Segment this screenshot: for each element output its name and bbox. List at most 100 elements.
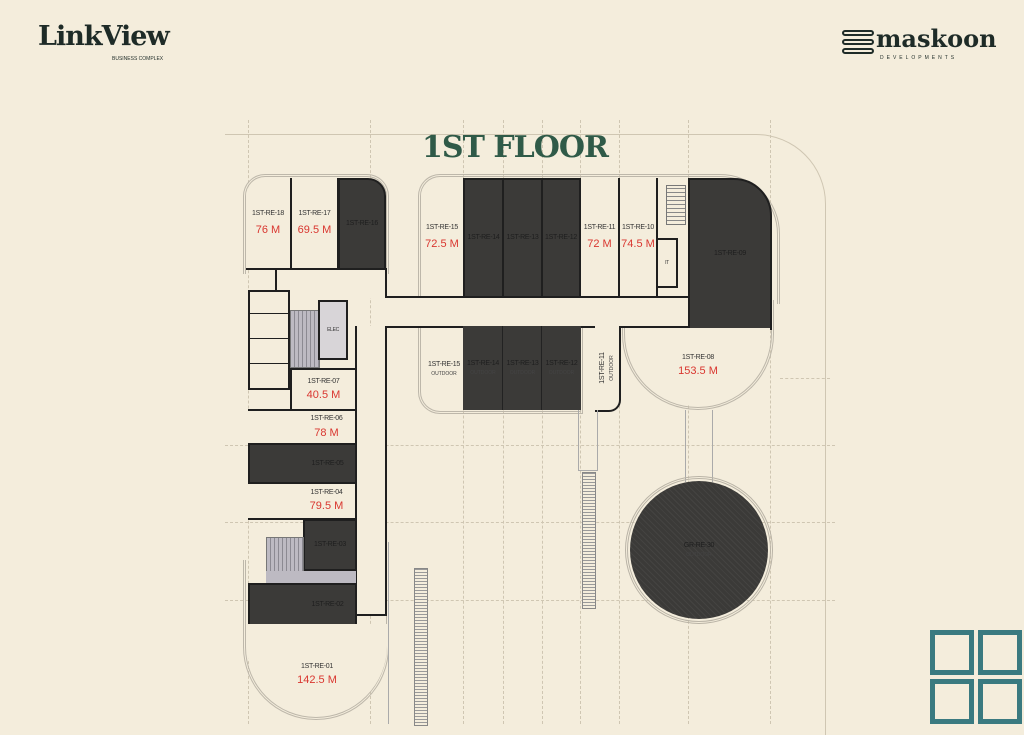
unit-label: GR-RE-30 <box>683 542 715 549</box>
staircase <box>266 537 304 572</box>
unit-1st-re-11[interactable]: 1ST-RE-11 72 M <box>579 178 620 298</box>
room-label: ELEC <box>327 327 339 333</box>
grid-line <box>770 120 771 724</box>
unit-area: 72 M <box>587 237 612 250</box>
unit-sub: OUTDOOR <box>609 355 615 381</box>
grid-line <box>688 120 689 724</box>
landing <box>266 571 356 583</box>
grid-line <box>225 522 835 523</box>
unit-1st-re-14[interactable]: 1ST-RE-14 <box>463 178 504 298</box>
unit-1st-re-17[interactable]: 1ST-RE-17 69.5 M <box>290 178 339 270</box>
maskoon-logo: maskoon DEVELOPMENTS <box>840 24 997 61</box>
bridge <box>685 410 713 482</box>
room-label: IT <box>665 260 669 266</box>
unit-1st-re-13[interactable]: 1ST-RE-13 <box>502 178 543 298</box>
room-elec: ELEC <box>318 300 348 360</box>
unit-label: 1ST-RE-08 <box>682 354 714 361</box>
unit-label: 1ST-RE-15 <box>426 223 458 231</box>
unit-label: 1ST-RE-12 <box>545 360 578 367</box>
ramp <box>388 542 429 724</box>
grid-line <box>580 120 581 724</box>
balcony-outline <box>243 174 389 274</box>
unit-label: 1ST-RE-07 <box>307 377 340 385</box>
developer-name: maskoon <box>876 24 997 53</box>
unit-sub: OUTDOOR <box>431 371 457 377</box>
unit-area: 40.5 M <box>306 388 341 401</box>
escalator <box>582 472 596 609</box>
logo-text: LinkView <box>38 21 170 52</box>
unit-area: 79.5 M <box>309 500 344 512</box>
corridor <box>387 296 717 328</box>
unit-1st-re-02[interactable]: 1ST-RE-02 <box>248 583 357 626</box>
unit-1st-re-16[interactable]: 1ST-RE-16 <box>338 178 386 270</box>
room-it: IT <box>656 238 678 288</box>
unit-label: 1ST-RE-11 <box>583 223 616 231</box>
unit-area: 76 M <box>255 223 281 236</box>
unit-label: 1ST-RE-15 <box>428 361 460 368</box>
unit-1st-re-06[interactable]: 1ST-RE-06 78 M <box>248 409 357 445</box>
staircase <box>290 310 320 368</box>
unit-label: 1ST-RE-14 <box>467 234 500 241</box>
unit-1st-re-10[interactable]: 1ST-RE-10 74.5 M <box>618 178 658 298</box>
balcony-outline <box>418 328 583 414</box>
developer-subtext: DEVELOPMENTS <box>880 55 958 61</box>
unit-1st-re-18[interactable]: 1ST-RE-18 76 M <box>246 178 292 270</box>
logo-subtext: BUSINESS COMPLEX <box>112 56 164 62</box>
corridor <box>355 326 387 616</box>
unit-label: 1ST-RE-10 <box>622 223 654 231</box>
unit-1st-re-03[interactable]: 1ST-RE-03 <box>303 519 357 571</box>
grid-line <box>780 378 830 379</box>
grid-line <box>542 120 543 724</box>
unit-sub: OUTDOOR <box>686 552 712 558</box>
grid-line <box>225 445 835 446</box>
unit-label: 1ST-RE-18 <box>252 209 284 217</box>
unit-sub: OUTDOOR <box>548 370 575 376</box>
floor-title: 1ST FLOOR <box>422 130 609 165</box>
grid-line <box>619 120 620 724</box>
unit-area: 69.5 M <box>297 223 332 236</box>
unit-label: 1ST-RE-14 <box>467 360 499 367</box>
site-boundary <box>225 134 826 735</box>
unit-label: 1ST-RE-06 <box>310 414 343 422</box>
bridge <box>578 410 598 471</box>
staircase <box>666 185 686 225</box>
grid-line <box>503 120 504 724</box>
unit-area: 78 M <box>314 426 339 439</box>
balcony-outline <box>243 560 389 720</box>
unit-label: 1ST-RE-01 <box>301 663 333 670</box>
grid-line <box>463 120 464 724</box>
unit-area: 74.5 M <box>621 237 655 250</box>
unit-label: 1ST-RE-03 <box>314 541 346 548</box>
balcony-outline <box>418 174 780 304</box>
unit-label: 1ST-RE-09 <box>714 250 746 257</box>
unit-1st-re-05[interactable]: 1ST-RE-05 <box>248 443 357 484</box>
unit-label: 1ST-RE-11 <box>599 352 606 384</box>
circle-outline <box>625 476 773 624</box>
unit-sub: OUTDOOR <box>470 370 496 376</box>
unit-label: 1ST-RE-13 <box>506 234 539 241</box>
maskoon-emblem-icon <box>840 29 876 57</box>
unit-1st-re-12[interactable]: 1ST-RE-12 <box>541 178 581 298</box>
unit-1st-re-07[interactable]: 1ST-RE-07 40.5 M <box>290 368 357 411</box>
unit-sub: OUTDOOR <box>509 370 536 376</box>
unit-label: 1ST-RE-02 <box>311 600 344 608</box>
unit-label: 1ST-RE-16 <box>346 220 378 227</box>
unit-label: 1ST-RE-17 <box>298 209 331 217</box>
unit-area: 142.5 M <box>297 674 337 686</box>
escalator <box>414 568 428 726</box>
unit-1st-re-09[interactable]: 1ST-RE-09 <box>688 178 772 330</box>
restrooms <box>248 290 290 390</box>
unit-label: 1ST-RE-13 <box>506 360 539 367</box>
unit-label: 1ST-RE-12 <box>545 234 577 241</box>
decorative-squares-icon <box>930 630 1022 724</box>
corridor <box>275 268 387 298</box>
linkview-logo: LinkView BUSINESS COMPLEX <box>38 20 170 62</box>
